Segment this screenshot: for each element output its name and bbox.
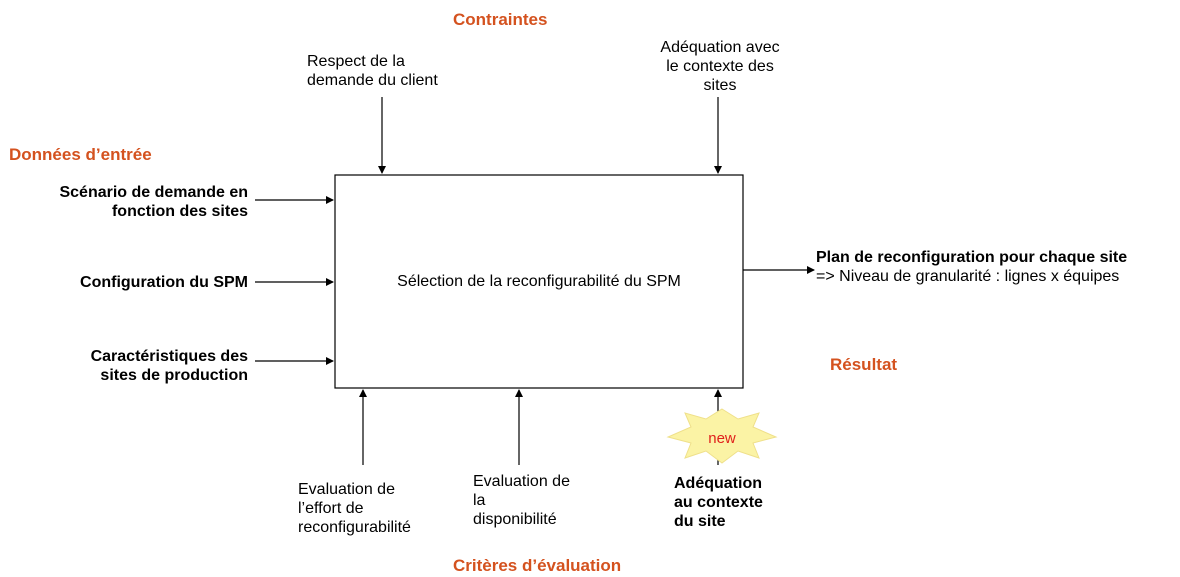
criteria-effort-line2: l’effort de [298,500,364,517]
input-sites-line1: Caractéristiques des [90,348,248,365]
criteria-effort-line3: reconfigurabilité [298,519,411,536]
input-label-config: Configuration du SPM [20,273,248,292]
criteria-label-availability: Evaluation de la disponibilité [473,472,570,529]
constraint-client-line2: demande du client [307,72,438,89]
activity-box [334,174,744,389]
constraint-context-line2: le contexte des [666,58,774,75]
input-label-demand: Scénario de demande en fonction des site… [20,183,248,221]
output-label: Plan de reconfiguration pour chaque site… [816,248,1127,286]
criteria-context-line3: du site [674,513,726,530]
input-demand-line1: Scénario de demande en [59,184,248,201]
heading-criteria: Critères d’évaluation [453,556,622,575]
heading-inputs: Données d’entrée [9,145,152,164]
heading-result: Résultat [830,355,898,374]
output-detail: => Niveau de granularité : lignes x équi… [816,268,1120,285]
criteria-context-line1: Adéquation [674,475,762,492]
constraint-context-line1: Adéquation avec [660,39,780,56]
activity-label: Sélection de la reconfigurabilité du SPM [397,273,681,290]
input-demand-line2: fonction des sites [111,203,248,220]
criteria-label-effort: Evaluation de l’effort de reconfigurabil… [298,480,411,537]
constraint-client-line1: Respect de la [307,53,405,70]
constraint-label-context: Adéquation avec le contexte des sites [640,38,800,95]
criteria-context-line2: au contexte [674,494,763,511]
criteria-availability-line2: la [473,492,486,509]
criteria-label-context: Adéquation au contexte du site [674,474,763,531]
constraint-label-client: Respect de la demande du client [307,52,438,90]
criteria-availability-line3: disponibilité [473,511,557,528]
output-title: Plan de reconfiguration pour chaque site [816,249,1128,266]
input-sites-line2: sites de production [100,367,248,384]
criteria-effort-line1: Evaluation de [298,481,395,498]
constraint-context-line3: sites [703,77,737,94]
criteria-availability-line1: Evaluation de [473,473,570,490]
input-label-sites: Caractéristiques des sites de production [20,347,248,385]
new-badge-burst [666,408,778,464]
new-badge-label: new [708,430,736,447]
heading-constraints: Contraintes [453,10,548,29]
input-config-line1: Configuration du SPM [80,274,248,291]
